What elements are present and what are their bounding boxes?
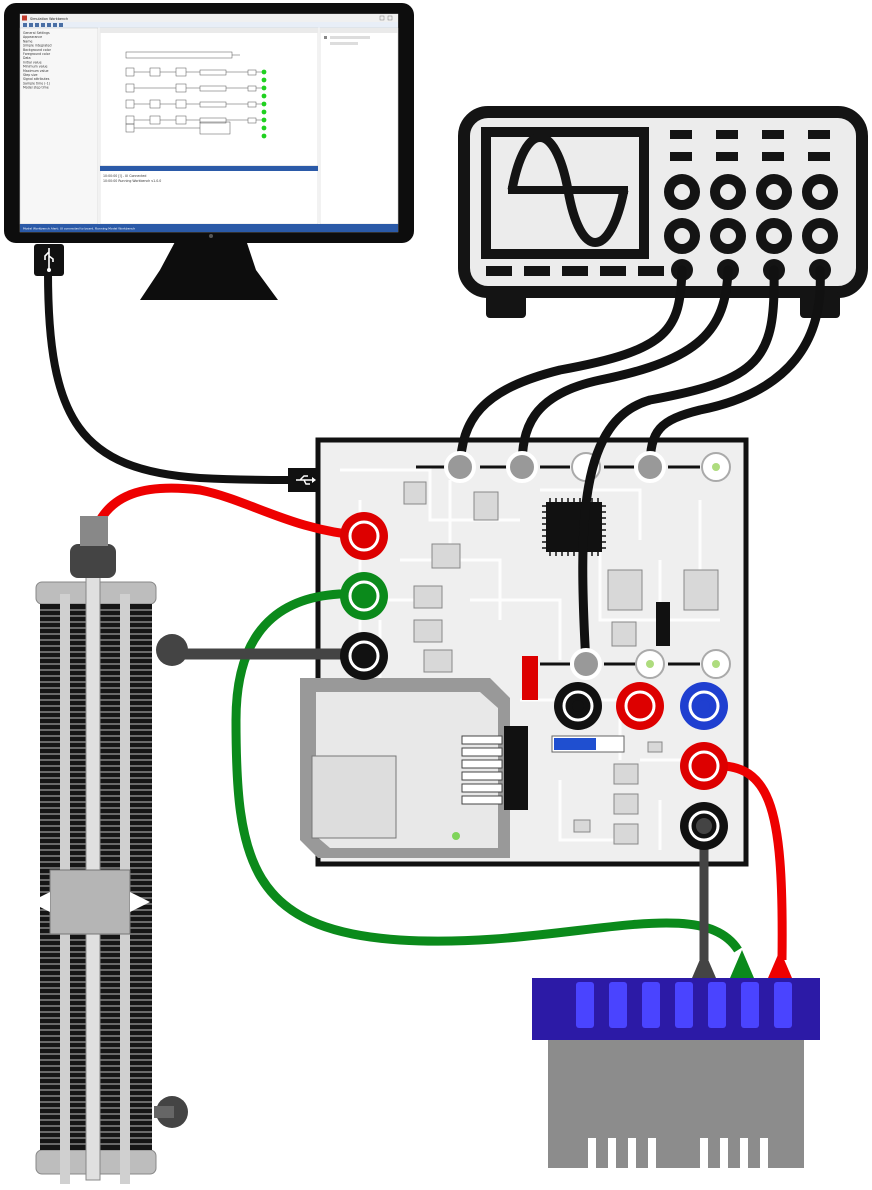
- left-panel-item[interactable]: Signal attributes: [23, 77, 50, 81]
- log-line: 10:00:00 [I] - UI Connected: [103, 174, 146, 178]
- jack-black-right[interactable]: [680, 802, 728, 850]
- jack-black-mid[interactable]: [554, 682, 602, 730]
- jack-green-left[interactable]: [340, 572, 388, 620]
- slide-switch[interactable]: [551, 735, 625, 753]
- left-panel-item[interactable]: Background color: [23, 48, 52, 52]
- motor-icon: [532, 950, 820, 1168]
- rheostat-icon: [30, 516, 188, 1184]
- usb-icon: [34, 244, 64, 276]
- red-cable: [87, 483, 365, 542]
- usb-cable: [44, 271, 291, 484]
- sine-wave-icon: [507, 133, 629, 247]
- left-panel-item[interactable]: General Settings: [23, 31, 50, 35]
- left-panel-item[interactable]: Maximum value: [23, 69, 48, 73]
- scope-cables: [455, 265, 825, 669]
- left-panel-item[interactable]: Data: [23, 56, 31, 60]
- oscilloscope-icon: [458, 106, 868, 318]
- left-panel-item[interactable]: Sample time (-1): [23, 81, 50, 85]
- jack-red-mid[interactable]: [616, 682, 664, 730]
- left-panel-item[interactable]: Foreground color: [23, 52, 51, 56]
- jack-red-left[interactable]: [340, 512, 388, 560]
- status-bar: Model Workbench Alert: UI connected to b…: [23, 227, 135, 231]
- left-panel-item[interactable]: Minimum value: [23, 65, 48, 69]
- left-panel-item[interactable]: Model step time: [23, 86, 49, 90]
- jack-black-left[interactable]: [340, 632, 388, 680]
- pcb-board: [288, 437, 749, 867]
- app-title: Simulation Workbench: [30, 17, 68, 21]
- left-panel-item[interactable]: Simple integrated: [23, 44, 52, 48]
- jack-red-right[interactable]: [680, 742, 728, 790]
- jack-blue-mid[interactable]: [680, 682, 728, 730]
- model-diagram: [125, 51, 262, 135]
- left-panel-item[interactable]: Step size: [23, 73, 37, 77]
- left-panel-item[interactable]: Name: [23, 39, 32, 43]
- green-cable: [231, 589, 742, 953]
- transformer: [300, 678, 528, 858]
- left-panel-item[interactable]: Appearance: [23, 35, 42, 39]
- log-line: 10:00:00 Running Workbench v1.0.0: [103, 179, 161, 183]
- left-panel-item[interactable]: Initial value: [23, 60, 42, 64]
- usb-port[interactable]: [288, 468, 320, 492]
- status-leds: [261, 69, 267, 139]
- monitor: Simulation Workbench General SettingsApp…: [4, 3, 414, 300]
